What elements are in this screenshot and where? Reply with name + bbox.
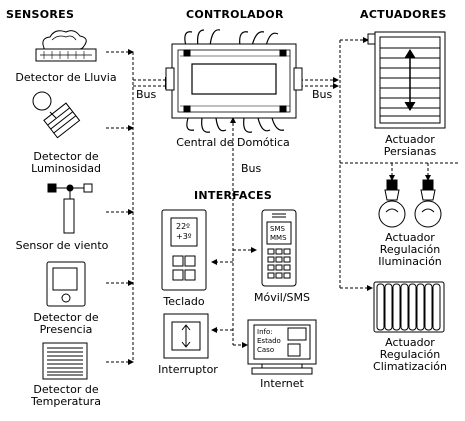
bus-label-right: Bus	[312, 88, 333, 101]
label-internet: Internet	[260, 377, 304, 390]
label-climate-3: Climatización	[373, 360, 447, 373]
label-lighting-1: Actuador	[385, 231, 435, 244]
light-detector-icon	[32, 91, 81, 139]
heading-interfaces: INTERFACES	[194, 189, 273, 202]
heading-actuators: ACTUADORES	[360, 8, 447, 21]
blinds-actuator-icon	[367, 31, 446, 129]
internet-screen-line-1: Info:	[257, 328, 273, 336]
rain-detector-icon	[35, 30, 97, 62]
switch-device	[163, 313, 209, 359]
label-mobile: Móvil/SMS	[253, 291, 311, 304]
presence-detector-icon	[46, 261, 86, 307]
lighting-actuator-icon	[378, 179, 442, 228]
internet-screen-line-2: Estado	[257, 337, 281, 345]
label-climate-2: Regulación	[379, 348, 441, 361]
internet-screen-line-3: Caso	[257, 346, 275, 354]
keypad-screen-line-1: 22º	[176, 222, 190, 231]
label-switch: Interruptor	[158, 363, 218, 376]
label-blinds-1: Actuador	[385, 133, 435, 146]
label-light-detector-1: Detector de	[33, 150, 99, 163]
label-wind-sensor: Sensor de viento	[15, 239, 109, 252]
label-temperature-detector-2: Temperatura	[31, 395, 101, 408]
mobile-screen-line-2: MMS	[270, 234, 287, 242]
label-rain-detector: Detector de Lluvia	[15, 71, 117, 84]
label-presence-detector-1: Detector de	[33, 311, 99, 324]
heading-controller: CONTROLADOR	[186, 8, 284, 21]
controller-device	[165, 29, 303, 133]
bus-lines	[106, 37, 458, 365]
label-blinds-2: Persianas	[383, 145, 437, 158]
label-temperature-detector-1: Detector de	[33, 383, 99, 396]
label-keypad: Teclado	[163, 295, 205, 308]
wind-sensor-icon	[47, 183, 93, 234]
label-lighting-2: Regulación	[379, 243, 441, 256]
internet-device	[247, 319, 317, 375]
label-controller: Central de Domótica	[176, 136, 290, 149]
climate-actuator-icon	[373, 281, 445, 333]
keypad-device	[161, 209, 207, 291]
heading-sensors: SENSORES	[6, 8, 75, 21]
label-climate-1: Actuador	[385, 336, 435, 349]
label-lighting-3: Iluminación	[378, 255, 442, 268]
bus-label-left: Bus	[136, 88, 157, 101]
label-presence-detector-2: Presencia	[39, 323, 93, 336]
temperature-detector-icon	[42, 342, 88, 380]
bus-label-down: Bus	[241, 162, 262, 175]
label-light-detector-2: Luminosidad	[31, 162, 101, 175]
mobile-screen-line-1: SMS	[270, 225, 285, 233]
keypad-screen-line-2: +3º	[176, 232, 192, 241]
mobile-device	[261, 209, 297, 287]
